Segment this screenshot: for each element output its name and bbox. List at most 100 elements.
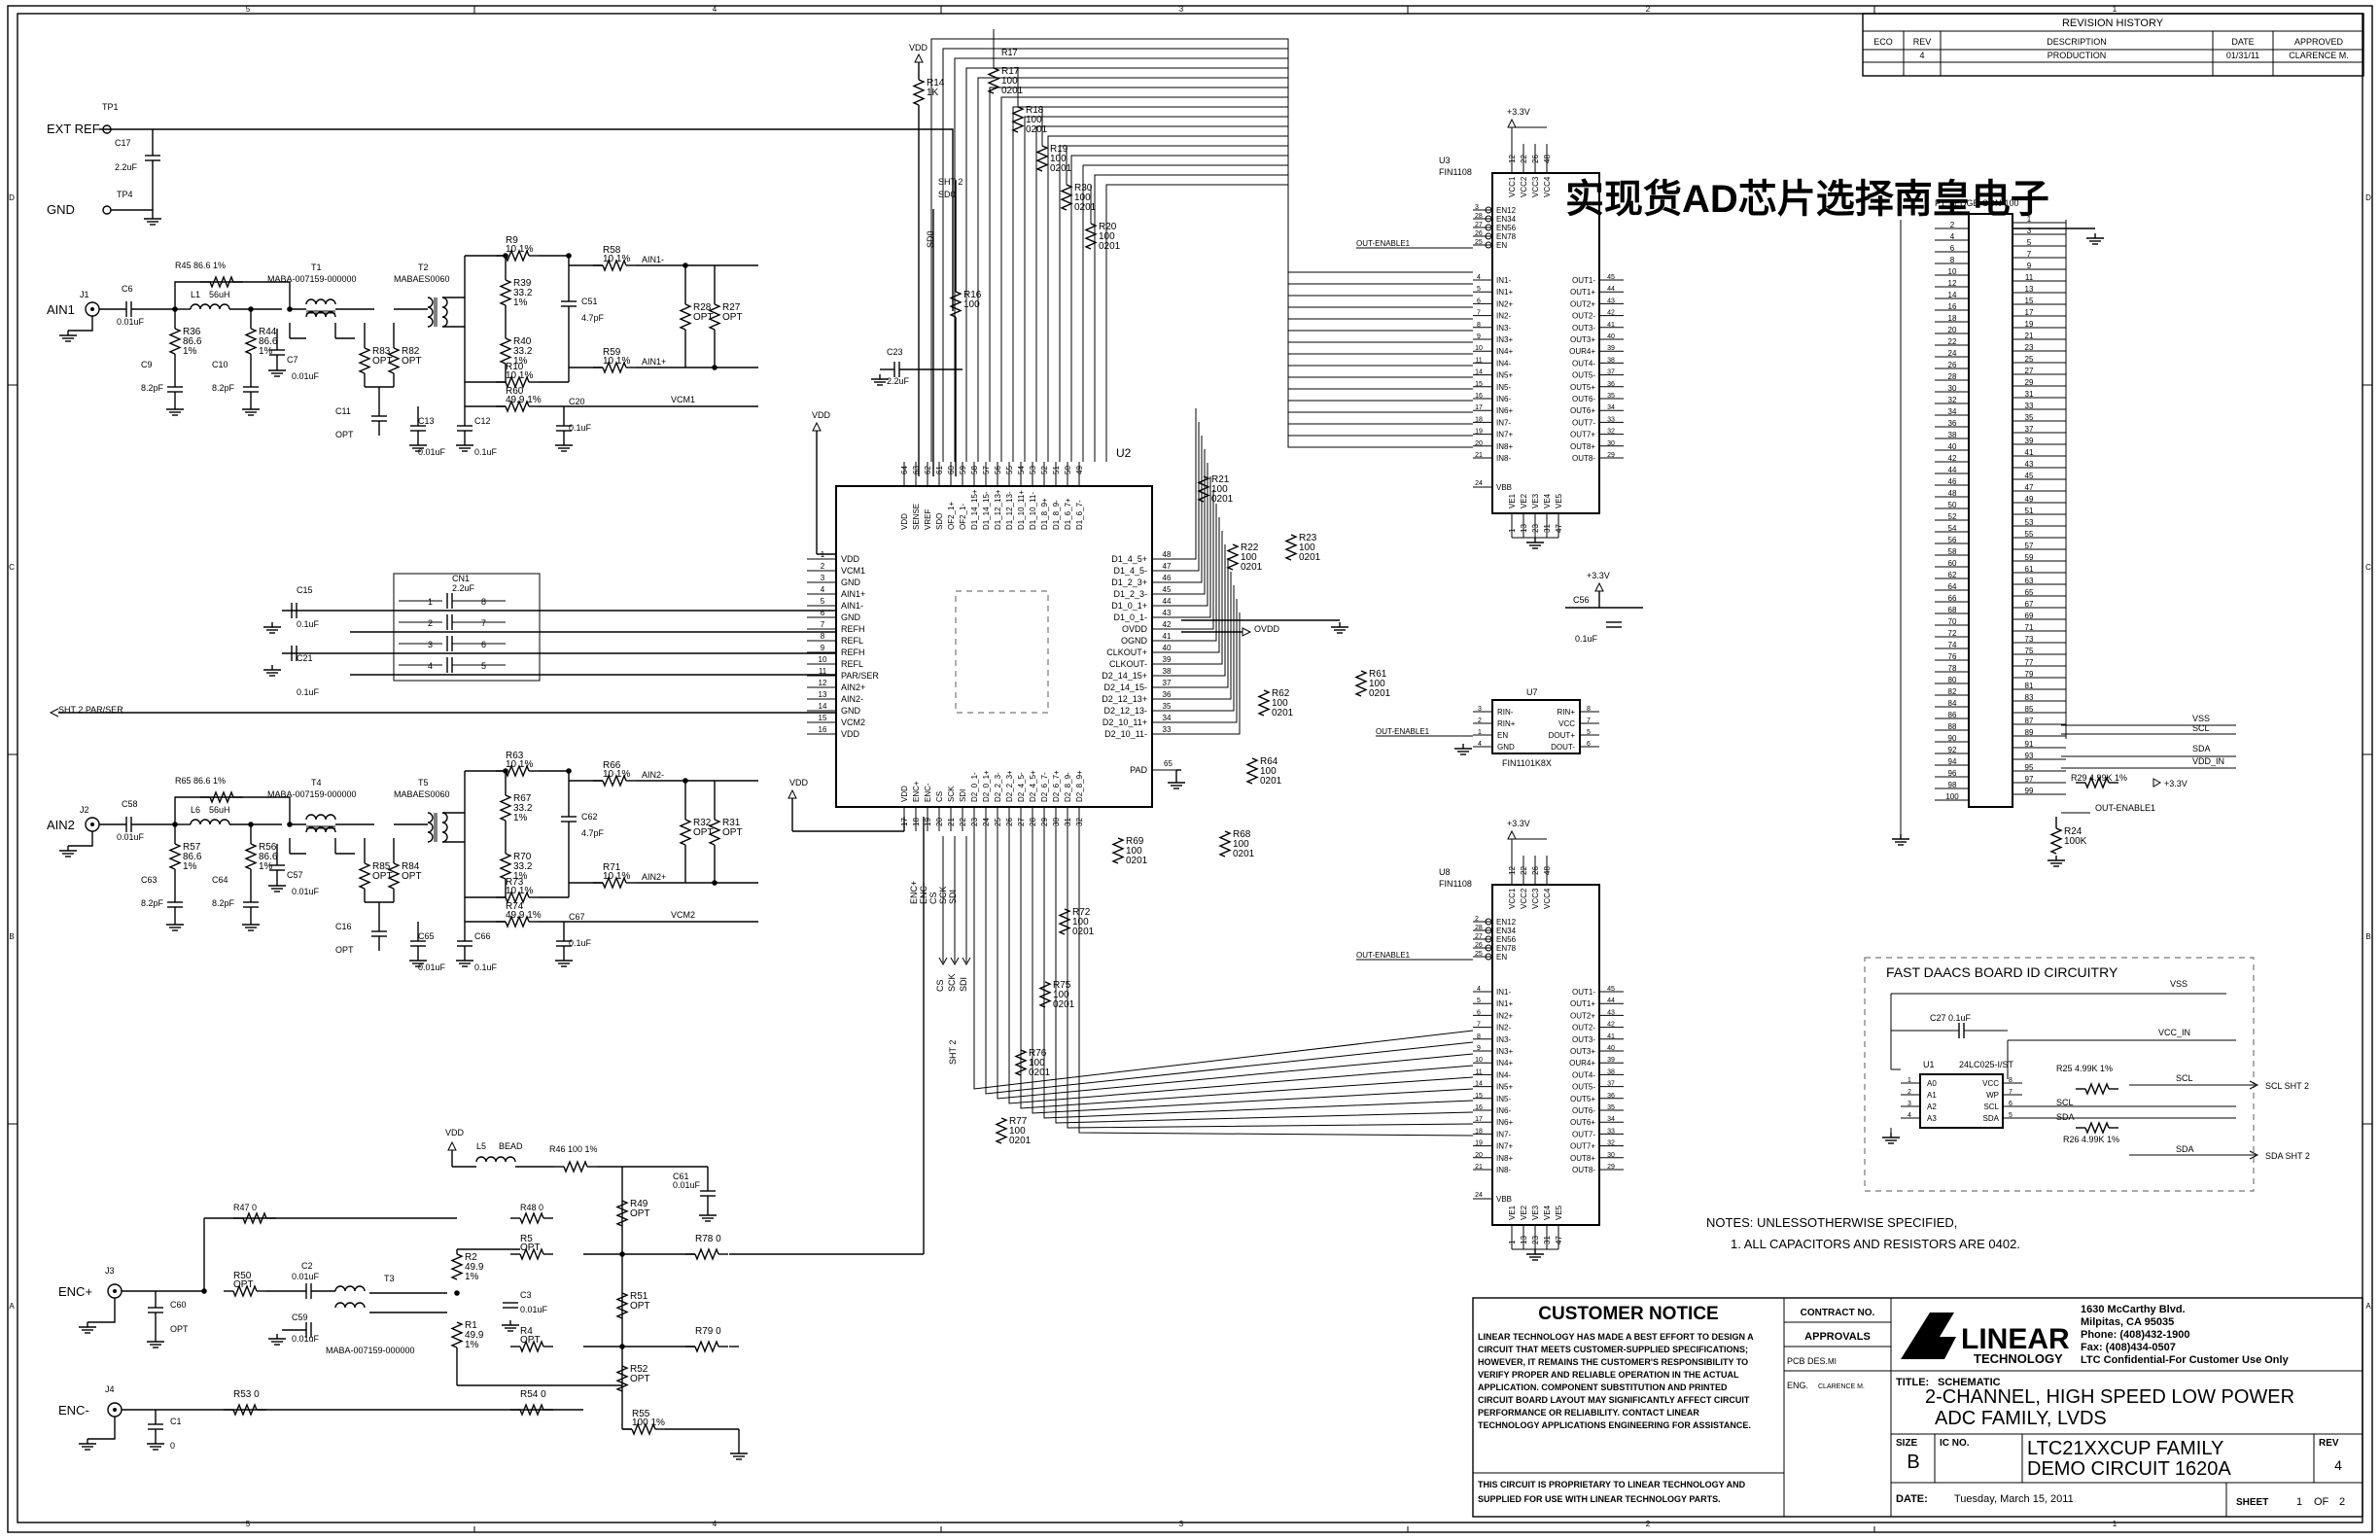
label: 20 <box>1475 1152 1483 1159</box>
label: 0.01uF <box>292 1334 320 1344</box>
label: 36 <box>1163 690 1172 699</box>
label: C16 <box>335 922 352 931</box>
wires <box>8 6 2372 1532</box>
label: 47 <box>2025 483 2034 492</box>
inductor-symbol <box>427 297 434 328</box>
resistor-symbol <box>358 862 371 890</box>
label: RIN+ <box>1558 708 1576 717</box>
res-ref: R79 0 <box>695 1326 721 1337</box>
res-ref: R82 <box>402 346 420 357</box>
label: PAR/SER <box>841 671 879 681</box>
label: 64 <box>900 466 909 474</box>
label: 2.2uF <box>115 162 138 172</box>
rev-cell: CLARENCE M. <box>2289 51 2349 60</box>
resistor-symbol <box>1226 543 1240 571</box>
label: D1_8_9+ <box>1040 498 1049 530</box>
label: 55 <box>2025 530 2034 539</box>
label: 37 <box>2025 425 2034 434</box>
label: 15 <box>819 714 827 722</box>
power-arrow <box>914 52 924 63</box>
label: L6 <box>191 805 200 815</box>
revision-history-table <box>1862 13 2364 77</box>
res-value: 100 <box>1009 1126 1026 1137</box>
junction <box>248 306 254 312</box>
res-value: 49.9 1% <box>506 395 542 405</box>
label: SCL <box>2056 1098 2074 1107</box>
resistor-symbol <box>450 1253 464 1280</box>
label: 37 <box>1607 1081 1615 1088</box>
label: VCC2 <box>1520 176 1528 197</box>
label: C3 <box>520 1290 532 1300</box>
label: 92 <box>1948 746 1957 754</box>
resistor-symbol <box>499 853 512 880</box>
label: 24 <box>982 818 991 826</box>
resistor-symbol <box>679 303 692 331</box>
label: RIN- <box>1497 708 1514 717</box>
res-ref: R62 <box>1272 688 1290 699</box>
label: 0 <box>170 1441 175 1451</box>
label: 8 <box>1587 706 1591 713</box>
label: 70 <box>1948 617 1957 626</box>
label: 6 <box>1587 741 1591 748</box>
label: 22 <box>959 818 967 826</box>
label: R29 4.99K 1% <box>2071 773 2127 783</box>
label: C12 <box>474 416 491 426</box>
label: 0.01uF <box>117 317 145 327</box>
label: R25 4.99K 1% <box>2056 1064 2113 1073</box>
junction <box>682 778 688 784</box>
junction <box>172 306 178 312</box>
label: OUT2+ <box>1570 299 1595 308</box>
label: 12 <box>1508 866 1517 875</box>
label: IN6+ <box>1496 406 1513 415</box>
res-ref: R67 <box>513 793 532 804</box>
label: 48 <box>1948 489 1957 498</box>
label: U3 <box>1439 156 1451 165</box>
label: 40 <box>1607 1045 1615 1052</box>
label: D1_14_15+ <box>970 489 979 530</box>
inductor-symbol <box>441 812 448 843</box>
power-arrow <box>1507 118 1517 128</box>
label: 61 <box>2025 565 2034 574</box>
label: 23 <box>970 818 979 826</box>
label: 4 <box>1478 741 1482 748</box>
label: OUT-ENABLE1 <box>2095 803 2155 813</box>
power-arrow <box>447 1140 457 1151</box>
label: 3 <box>428 640 433 649</box>
res-value: 10 1% <box>506 244 533 255</box>
label: 48 <box>1543 866 1552 875</box>
label: OUR4+ <box>1569 1059 1595 1068</box>
label: 39 <box>1163 655 1172 664</box>
label: D2_10_11+ <box>1102 718 1147 727</box>
label: 64 <box>1948 582 1957 591</box>
res-value: 100 <box>1272 698 1288 709</box>
label: 88 <box>1948 722 1957 731</box>
res-tol: 0201 <box>1029 1068 1051 1078</box>
label: 28 <box>1475 925 1483 931</box>
res-value: 86.6 <box>259 336 278 347</box>
res-ref: R59 <box>603 347 621 358</box>
label: REFL <box>841 636 863 646</box>
res-tol: 0201 <box>1260 776 1282 787</box>
label: 1 <box>2113 1520 2118 1528</box>
label: IN5- <box>1496 1095 1511 1103</box>
res-tol: 1% <box>513 871 528 882</box>
label: B <box>9 932 14 941</box>
res-value: 33.2 <box>513 861 533 872</box>
res-value: 10 1% <box>603 769 630 780</box>
label: 14 <box>819 702 827 711</box>
resistor-symbol <box>1038 981 1052 1008</box>
label: OVDD <box>1122 624 1148 634</box>
label: 49 <box>2025 495 2034 504</box>
label: 25 <box>994 818 1002 826</box>
inductor-symbol <box>427 812 434 843</box>
label: 38 <box>1948 431 1957 439</box>
label: 3 <box>1179 1520 1184 1528</box>
label: 45 <box>1607 274 1615 281</box>
label: 4.7pF <box>581 828 605 838</box>
res-ref: R40 <box>513 336 532 347</box>
label: D2_2_3+ <box>1005 770 1014 802</box>
label: TITLE: <box>1896 1377 1929 1388</box>
label: OUT6+ <box>1570 1118 1595 1127</box>
resistor-symbol <box>1245 757 1259 785</box>
res-value: OPT <box>630 1301 650 1312</box>
